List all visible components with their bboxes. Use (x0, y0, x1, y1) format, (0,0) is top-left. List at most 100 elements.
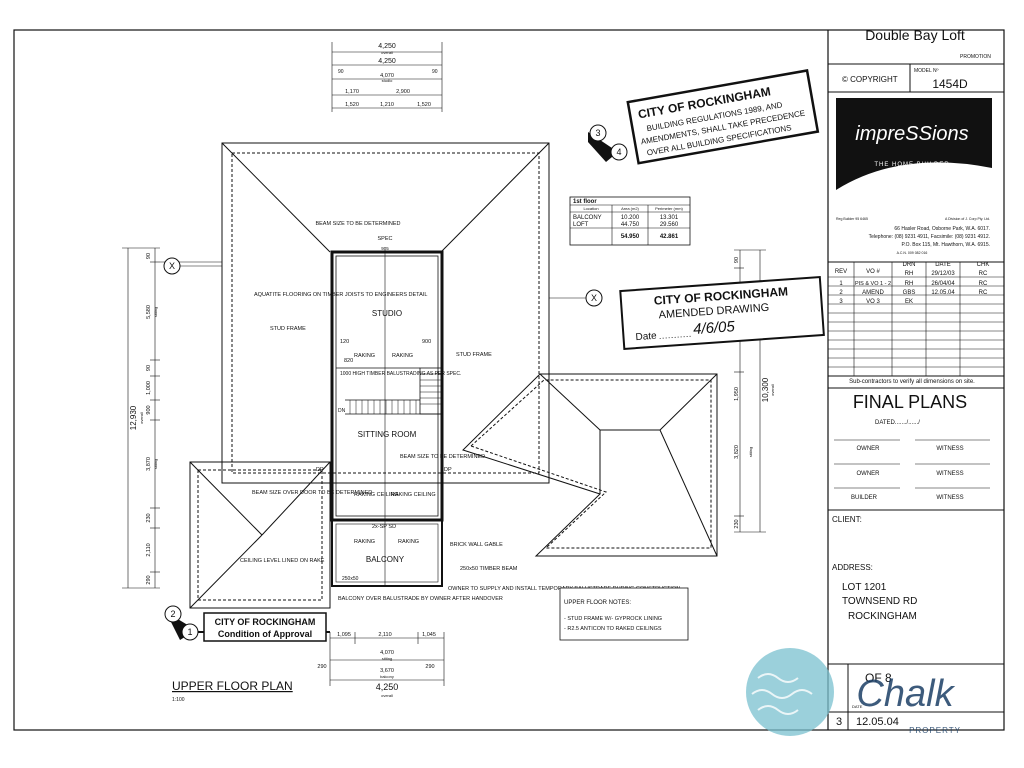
stamp-coa-title: CITY OF ROCKINGHAM (215, 617, 316, 627)
dim-left-d1: 90 (146, 253, 152, 259)
builder-logo-text: impreSSions (855, 123, 968, 145)
dim-right-d4: 230 (734, 519, 740, 528)
section-marker-2-1: 2 1 (164, 605, 199, 641)
rev-row-2-drn: GBS (903, 290, 916, 296)
floor-table-row-2-loc: LOFT (573, 222, 589, 228)
plan-notes: BEAM SIZE TO BE DETERMINED SPEC 905 AQUA… (240, 221, 680, 602)
builder-po-box: P.O. Box 115, Mt. Hawthorn, W.A. 6915. (902, 242, 990, 248)
marker-1: 1 (187, 627, 192, 637)
upper-notes-title: UPPER FLOOR NOTES: (564, 600, 631, 606)
builder-phone: Telephone: (08) 9231 4911, Facsimile: (0… (869, 234, 990, 240)
dim-bottom-b: 2,110 (378, 632, 391, 638)
dimensions-bottom (329, 632, 445, 686)
model-number: 1454D (932, 77, 968, 91)
marker-3: 3 (595, 128, 600, 138)
note-raking-ceiling-right: RAKING CEILING (391, 492, 436, 498)
dimensions-left (122, 247, 222, 589)
note-stud-frame-right: STUD FRAME (456, 352, 492, 358)
floor-table-total-perim: 42.861 (660, 234, 679, 240)
note-raking-balcony-2: RAKING (398, 539, 419, 545)
rev-row-3-vo: VO 3 (866, 299, 880, 305)
rev-row-2-chk: RC (979, 290, 988, 296)
floor-table-total-area: 54.950 (621, 234, 640, 240)
stamp-amend-date: 4/6/05 (693, 318, 736, 338)
dim-bottom-a: 1,095 (337, 632, 351, 638)
rev-row-1-date: 26/04/04 (931, 281, 955, 287)
dim-bottom-overall-label: overall (381, 693, 393, 698)
dim-top-seg-c: 1,520 (345, 102, 359, 108)
rev-row-1-drn: RH (905, 281, 914, 287)
stamp-building-regulations: CITY OF ROCKINGHAM BUILDING REGULATIONS … (626, 69, 820, 165)
rev-header-date: DATE (935, 262, 951, 268)
dated-label: DATED......./....../ (875, 420, 920, 426)
floor-table-header-perimeter: Perimeter (mm) (655, 206, 683, 211)
sign-owner-2: OWNER (857, 471, 881, 477)
roof-outline-left (189, 461, 331, 609)
revision-table (828, 262, 1004, 376)
rev-row-1-rev: 1 (839, 281, 843, 287)
dim-top-overall-label: overall (381, 50, 393, 55)
dim-top-seg-e: 1,520 (417, 102, 431, 108)
note-spec: SPEC (378, 236, 393, 242)
dimensions-bottom-labels: 1,095 2,110 1,045 4,070 sitting 3,670 ba… (317, 632, 435, 698)
grid-marker-x-left: X (163, 257, 181, 275)
note-120: 120 (340, 339, 349, 345)
project-sub: PROMOTION (960, 54, 991, 60)
note-balcony-over: BALCONY OVER BALUSTRADE BY OWNER AFTER H… (338, 596, 503, 602)
marker-4: 4 (616, 147, 621, 157)
dim-top-seg-d: 1,210 (380, 102, 394, 108)
dim-top-studio: 4,070 (380, 73, 394, 79)
builder-tagline: THE HOME BUILDER (874, 162, 949, 168)
rev-row-2-date: 12.05.04 (931, 290, 955, 296)
stamp-coa-sub: Condition of Approval (218, 629, 312, 639)
dim-bottom-e2: 290 (425, 664, 434, 670)
chalk-sub: PROPERTY (909, 726, 961, 735)
dim-top-seg-a: 1,170 (345, 89, 359, 95)
rev-row-2-rev: 2 (839, 290, 843, 296)
note-raking-ceiling-left: RAKING CEILING (354, 492, 399, 498)
rev-first-drn: RH (905, 271, 914, 277)
dim-top-overall: 4,250 (378, 43, 396, 50)
sheet-rev: 3 (836, 716, 842, 728)
note-brick-wall: BRICK WALL GABLE (450, 542, 503, 548)
rev-row-3-rev: 3 (839, 299, 843, 305)
dim-left-d6: 3,870 (146, 457, 152, 471)
note-timber-beam: 250x50 TIMBER BEAM (460, 566, 518, 572)
grid-marker-x-left-label: X (169, 261, 175, 271)
rev-row-1-vo: PIS & VO 1 - 2 (855, 281, 891, 287)
dimensions-left-labels: 12,930 overall 90 5,580 sitting 90 1,000… (129, 253, 158, 585)
final-plans-status: FINAL PLANS (853, 392, 967, 412)
note-250x50: 250x50 (342, 576, 359, 582)
dimensions-right-labels: 10,300 overall 90 1,950 3,820 sitting 23… (734, 257, 775, 529)
room-label-balcony: BALCONY (366, 555, 405, 564)
chalk-watermark: Chalk PROPERTY (746, 648, 961, 736)
sign-witness-2: WITNESS (936, 471, 963, 477)
floor-table-header-area: Area (m2) (621, 206, 639, 211)
dim-bottom-c: 1,045 (422, 632, 436, 638)
rev-row-2-vo: AMEND (862, 290, 884, 296)
marker-2: 2 (170, 609, 175, 619)
dim-top-studio-label: studio (382, 78, 393, 83)
note-905: 905 (381, 246, 389, 251)
address-line-1: LOT 1201 (842, 582, 887, 593)
sign-witness-3: WITNESS (936, 495, 963, 501)
dim-bottom-sitting: 4,070 (380, 650, 394, 656)
floor-walls (330, 250, 444, 587)
sheet-of: OF 8 (865, 671, 892, 685)
dim-bottom-balcony: 3,670 (380, 668, 394, 674)
title-block: Double Bay Loft PROMOTION © COPYRIGHT MO… (828, 27, 1004, 730)
dimensions-top-labels: 4,250 overall 4,250 90 90 4,070 studio 1… (338, 43, 438, 108)
note-stair-dn: DN (338, 408, 346, 414)
dim-top-end-a: 90 (338, 69, 344, 75)
note-dp-left: DP (316, 467, 324, 473)
floor-table-header-location: Location (583, 206, 598, 211)
dim-left-d8: 2,110 (146, 543, 152, 556)
rev-header-rev: REV (835, 269, 847, 275)
grid-marker-x-right-label: X (591, 293, 597, 303)
dim-bottom-overall: 4,250 (376, 682, 399, 692)
note-beam-mid: BEAM SIZE TO BE DETERMINED (400, 454, 485, 460)
dim-right-overall-label: overall (770, 384, 775, 396)
dim-left-d6-label: sitting (153, 459, 158, 469)
floor-table-row-2-perim: 29.560 (660, 222, 679, 228)
